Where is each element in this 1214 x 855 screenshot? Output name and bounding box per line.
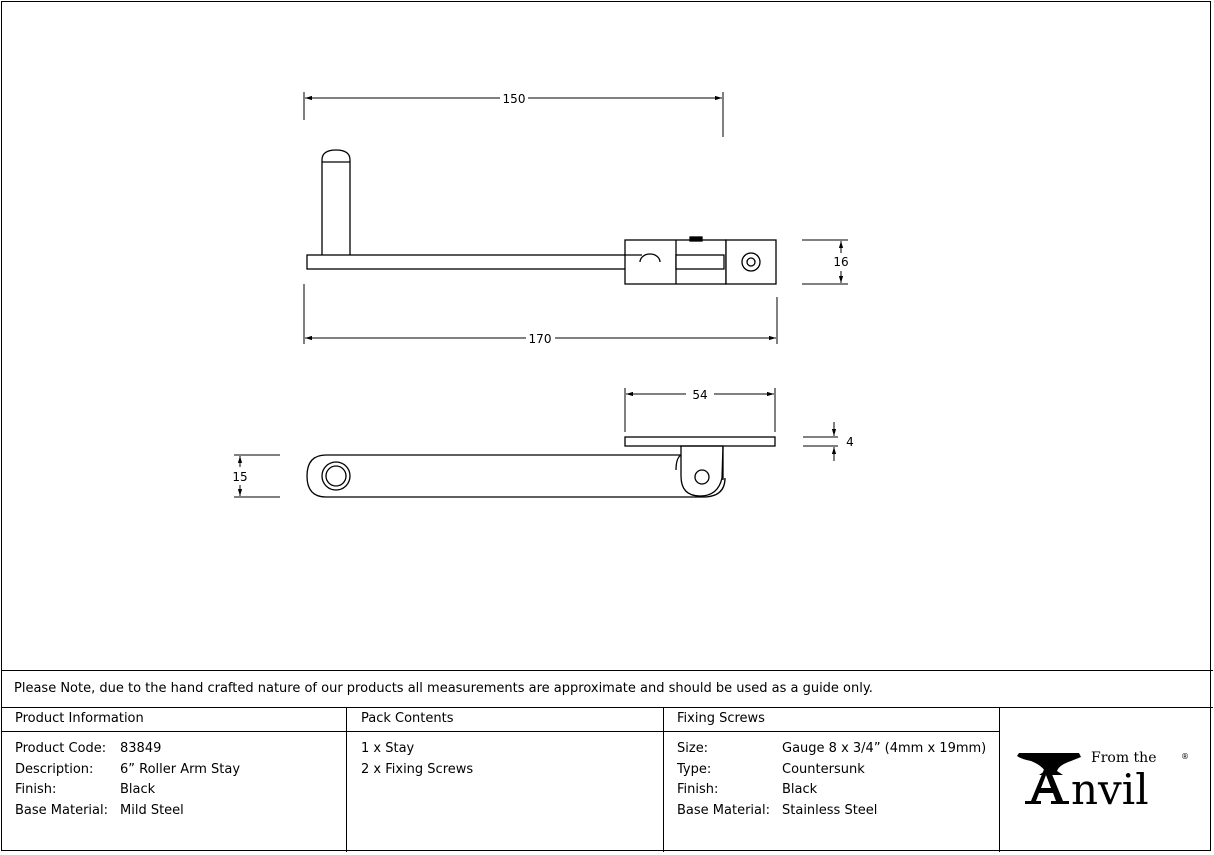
anvil-logo: From the nvil ® bbox=[1001, 709, 1211, 851]
dim-170-label: 170 bbox=[529, 332, 552, 346]
dim-15 bbox=[234, 454, 280, 498]
pack-contents-list: 1 x Stay 2 x Fixing Screws bbox=[361, 739, 473, 780]
pack-contents-header: Pack Contents bbox=[361, 711, 454, 726]
logo-registered: ® bbox=[1181, 752, 1189, 761]
screw-finish-value: Black bbox=[782, 782, 818, 797]
col-divider-2 bbox=[663, 707, 664, 852]
dim-15-label: 15 bbox=[232, 470, 247, 484]
product-code-value: 83849 bbox=[120, 741, 162, 756]
base-material-value: Mild Steel bbox=[120, 802, 184, 818]
table-top-rule bbox=[1, 670, 1213, 671]
screw-material-value: Stainless Steel bbox=[782, 802, 878, 818]
logo-brand: nvil bbox=[1071, 765, 1149, 814]
technical-drawing: 150 170 16 54 bbox=[232, 92, 854, 498]
col-divider-1 bbox=[346, 707, 347, 852]
base-material-label: Base Material: bbox=[15, 802, 108, 818]
finish-value: Black bbox=[120, 782, 156, 797]
product-code-label: Product Code: bbox=[15, 741, 107, 756]
dim-16-label: 16 bbox=[833, 255, 848, 269]
size-value: Gauge 8 x 3/4” (4mm x 19mm) bbox=[782, 741, 987, 756]
size-label: Size: bbox=[677, 741, 709, 756]
dim-4 bbox=[803, 422, 838, 461]
mounting-plate bbox=[624, 436, 776, 447]
top-view bbox=[306, 149, 777, 285]
fixing-screws-header: Fixing Screws bbox=[677, 711, 765, 726]
fixing-screws-labels: Size: Type: Finish: Base Material: bbox=[677, 739, 770, 821]
description-label: Description: bbox=[15, 761, 94, 777]
screw-material-label: Base Material: bbox=[677, 802, 770, 818]
screw-finish-label: Finish: bbox=[677, 782, 719, 797]
note-rule bbox=[1, 707, 1213, 708]
dim-150 bbox=[303, 92, 724, 137]
dim-170 bbox=[303, 284, 778, 344]
product-info-header: Product Information bbox=[15, 711, 144, 726]
dim-16 bbox=[802, 239, 848, 285]
product-info-values: 83849 6” Roller Arm Stay Black Mild Stee… bbox=[120, 739, 240, 821]
finish-label: Finish: bbox=[15, 782, 57, 797]
pack-item: 1 x Stay bbox=[361, 741, 415, 756]
fixing-screws-values: Gauge 8 x 3/4” (4mm x 19mm) Countersunk … bbox=[782, 739, 986, 821]
anvil-icon bbox=[1017, 753, 1081, 775]
logo-from-the: From the bbox=[1091, 750, 1157, 766]
fixing-block bbox=[725, 239, 777, 285]
side-view bbox=[306, 436, 776, 498]
arm-profile bbox=[326, 445, 724, 497]
pack-item: 2 x Fixing Screws bbox=[361, 761, 474, 777]
measurement-note: Please Note, due to the hand crafted nat… bbox=[14, 681, 873, 696]
type-label: Type: bbox=[677, 761, 712, 777]
dim-54-label: 54 bbox=[692, 388, 707, 402]
description-value: 6” Roller Arm Stay bbox=[120, 761, 241, 777]
dim-54 bbox=[624, 388, 776, 432]
type-value: Countersunk bbox=[782, 761, 865, 777]
header-rule bbox=[1, 731, 1000, 732]
dim-150-label: 150 bbox=[503, 92, 526, 106]
roller-pin bbox=[321, 149, 351, 256]
anvil-logo-mark: From the nvil ® bbox=[1017, 750, 1189, 814]
product-info-labels: Product Code: Description: Finish: Base … bbox=[15, 739, 108, 821]
col-divider-3 bbox=[999, 707, 1000, 852]
dim-4-label: 4 bbox=[846, 435, 854, 449]
